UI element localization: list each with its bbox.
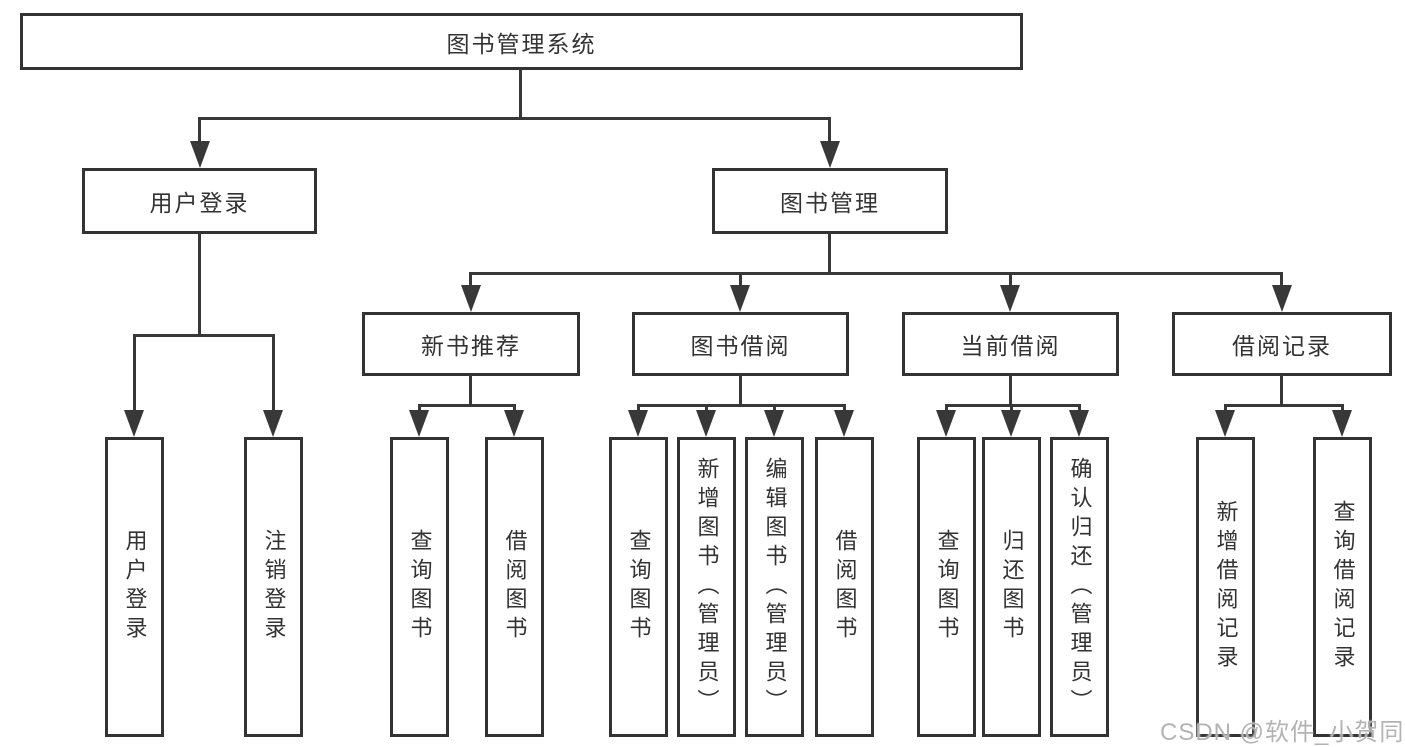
node-current-borrow: 当前借阅 (902, 312, 1119, 376)
connector-line (513, 404, 516, 412)
connector-line (828, 117, 831, 144)
node-root-label: 图书管理系统 (446, 30, 597, 57)
connector-line (1078, 404, 1081, 412)
arrow-down-icon (461, 285, 481, 312)
leaf-cb-query-book-label: 查询图书 (934, 529, 960, 645)
arrow-down-icon (730, 285, 750, 312)
arrow-down-icon (1069, 410, 1089, 437)
leaf-cb-return-book-label: 归还图书 (999, 529, 1025, 645)
node-root: 图书管理系统 (20, 13, 1023, 70)
node-user-login-label: 用户登录 (149, 190, 250, 216)
leaf-bb-edit-book-admin-label: 编辑图书（管理员） (762, 456, 788, 718)
leaf-logout-label: 注销登录 (261, 529, 287, 645)
connector-line (1280, 272, 1283, 288)
arrow-down-icon (834, 410, 854, 437)
connector-line (705, 404, 708, 412)
leaf-bb-borrow-book: 借阅图书 (815, 437, 874, 737)
node-user-login: 用户登录 (82, 168, 317, 234)
arrow-down-icon (1332, 410, 1352, 437)
connector-line (1280, 375, 1283, 406)
node-book-borrow: 图书借阅 (632, 312, 849, 376)
connector-line (1224, 404, 1227, 412)
connector-line (519, 68, 522, 120)
arrow-down-icon (764, 410, 784, 437)
arrow-down-icon (936, 410, 956, 437)
connector-line (198, 117, 831, 120)
arrow-down-icon (504, 410, 524, 437)
node-new-book-recommend: 新书推荐 (362, 312, 580, 376)
connector-line (133, 334, 136, 412)
leaf-br-query-record-label: 查询借阅记录 (1330, 500, 1356, 674)
csdn-watermark: CSDN @软件_小贺同学 (1160, 719, 1405, 746)
leaf-bb-edit-book-admin: 编辑图书（管理员） (745, 437, 804, 737)
leaf-logout: 注销登录 (244, 437, 303, 737)
connector-line (739, 272, 742, 288)
connector-line (198, 117, 201, 144)
node-book-borrow-label: 图书借阅 (690, 333, 791, 359)
connector-line (637, 404, 640, 412)
leaf-nb-query-book-label: 查询图书 (407, 529, 433, 645)
connector-line (843, 404, 846, 412)
leaf-br-query-record: 查询借阅记录 (1313, 437, 1372, 737)
leaf-cb-return-book: 归还图书 (982, 437, 1041, 737)
arrow-down-icon (263, 410, 283, 437)
leaf-nb-borrow-book-label: 借阅图书 (502, 529, 528, 645)
connector-line (945, 404, 948, 412)
node-book-management: 图书管理 (712, 168, 948, 234)
node-borrow-record: 借阅记录 (1172, 312, 1392, 376)
leaf-cb-query-book: 查询图书 (917, 437, 976, 737)
connector-line (418, 404, 516, 407)
arrow-down-icon (1001, 410, 1021, 437)
connector-line (272, 334, 275, 412)
arrow-down-icon (1272, 285, 1292, 312)
connector-line (469, 272, 1283, 275)
arrow-down-icon (820, 141, 840, 168)
leaf-nb-query-book: 查询图书 (390, 437, 449, 737)
connector-line (637, 404, 846, 407)
arrow-down-icon (124, 410, 144, 437)
leaf-cb-confirm-return-admin-label: 确认归还（管理员） (1067, 456, 1093, 718)
leaf-bb-borrow-book-label: 借阅图书 (832, 529, 858, 645)
node-current-borrow-label: 当前借阅 (960, 333, 1061, 359)
connector-line (469, 272, 472, 288)
leaf-bb-add-book-admin-label: 新增图书（管理员） (694, 456, 720, 718)
leaf-nb-borrow-book: 借阅图书 (485, 437, 544, 737)
leaf-user-login: 用户登录 (105, 437, 164, 737)
connector-line (773, 404, 776, 412)
connector-line (418, 404, 421, 412)
connector-line (1341, 404, 1344, 412)
arrow-down-icon (628, 410, 648, 437)
arrow-down-icon (409, 410, 429, 437)
leaf-bb-query-book: 查询图书 (609, 437, 668, 737)
arrow-down-icon (1215, 410, 1235, 437)
connector-line (133, 334, 275, 337)
arrow-down-icon (1000, 285, 1020, 312)
connector-line (469, 375, 472, 406)
node-borrow-record-label: 借阅记录 (1232, 333, 1332, 359)
leaf-user-login-label: 用户登录 (122, 529, 148, 645)
connector-line (1010, 404, 1013, 412)
connector-line (828, 233, 831, 274)
connector-line (1009, 272, 1012, 288)
connector-line (739, 375, 742, 406)
connector-line (945, 404, 1081, 407)
leaf-br-add-record: 新增借阅记录 (1196, 437, 1255, 737)
connector-line (198, 233, 201, 337)
leaf-cb-confirm-return-admin: 确认归还（管理员） (1050, 437, 1109, 737)
leaf-bb-add-book-admin: 新增图书（管理员） (677, 437, 736, 737)
leaf-br-add-record-label: 新增借阅记录 (1213, 500, 1239, 674)
leaf-bb-query-book-label: 查询图书 (626, 529, 652, 645)
arrow-down-icon (190, 141, 210, 168)
node-new-book-recommend-label: 新书推荐 (421, 333, 521, 359)
arrow-down-icon (696, 410, 716, 437)
node-book-management-label: 图书管理 (780, 190, 880, 216)
connector-line (1009, 375, 1012, 406)
connector-line (1224, 404, 1344, 407)
